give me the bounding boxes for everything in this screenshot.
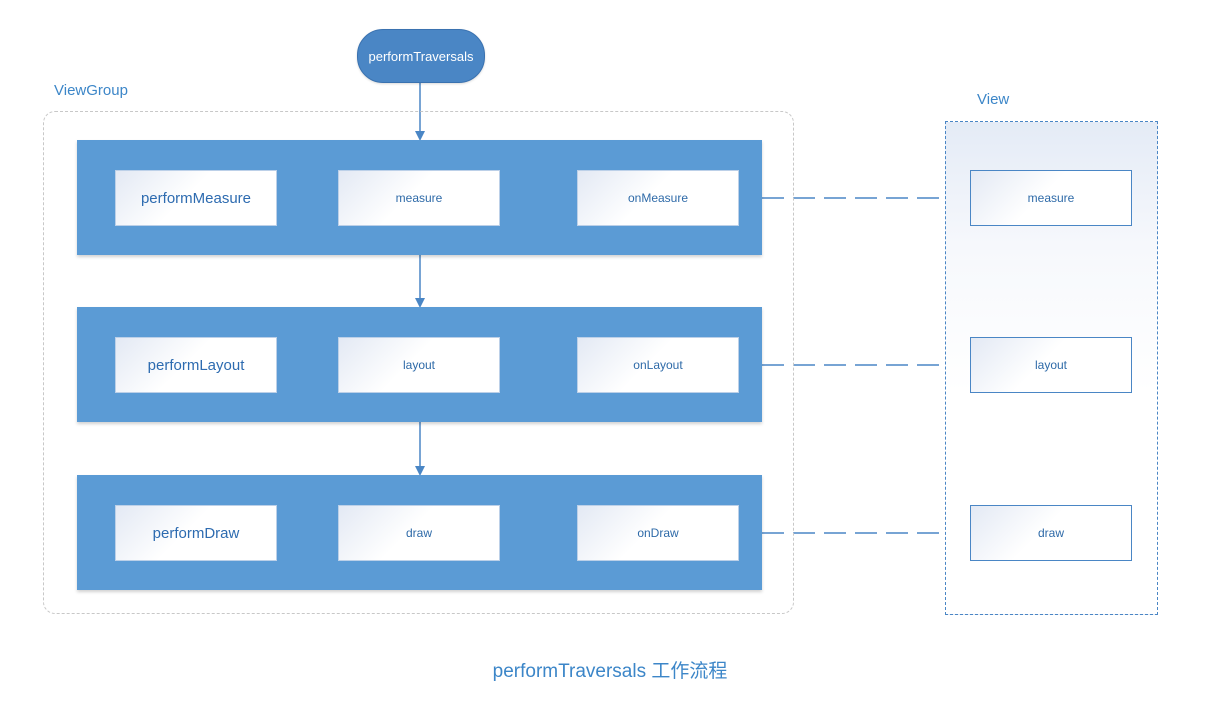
view-label: View xyxy=(977,91,1010,108)
layout-box: layout xyxy=(338,337,500,393)
view-draw-box: draw xyxy=(970,505,1132,561)
view-layout-box: layout xyxy=(970,337,1132,393)
perform-traversals-node: performTraversals xyxy=(357,29,485,83)
viewgroup-container xyxy=(43,111,794,614)
layout-band: performLayout layout onLayout xyxy=(77,307,762,422)
measure-band: performMeasure measure onMeasure xyxy=(77,140,762,255)
viewgroup-label: ViewGroup xyxy=(54,82,128,99)
measure-box: measure xyxy=(338,170,500,226)
on-draw-box: onDraw xyxy=(577,505,739,561)
perform-draw-box: performDraw xyxy=(115,505,277,561)
on-layout-box: onLayout xyxy=(577,337,739,393)
diagram-caption: performTraversals 工作流程 xyxy=(492,661,728,682)
perform-layout-box: performLayout xyxy=(115,337,277,393)
draw-band: performDraw draw onDraw xyxy=(77,475,762,590)
perform-measure-box: performMeasure xyxy=(115,170,277,226)
view-measure-box: measure xyxy=(970,170,1132,226)
draw-box: draw xyxy=(338,505,500,561)
on-measure-box: onMeasure xyxy=(577,170,739,226)
